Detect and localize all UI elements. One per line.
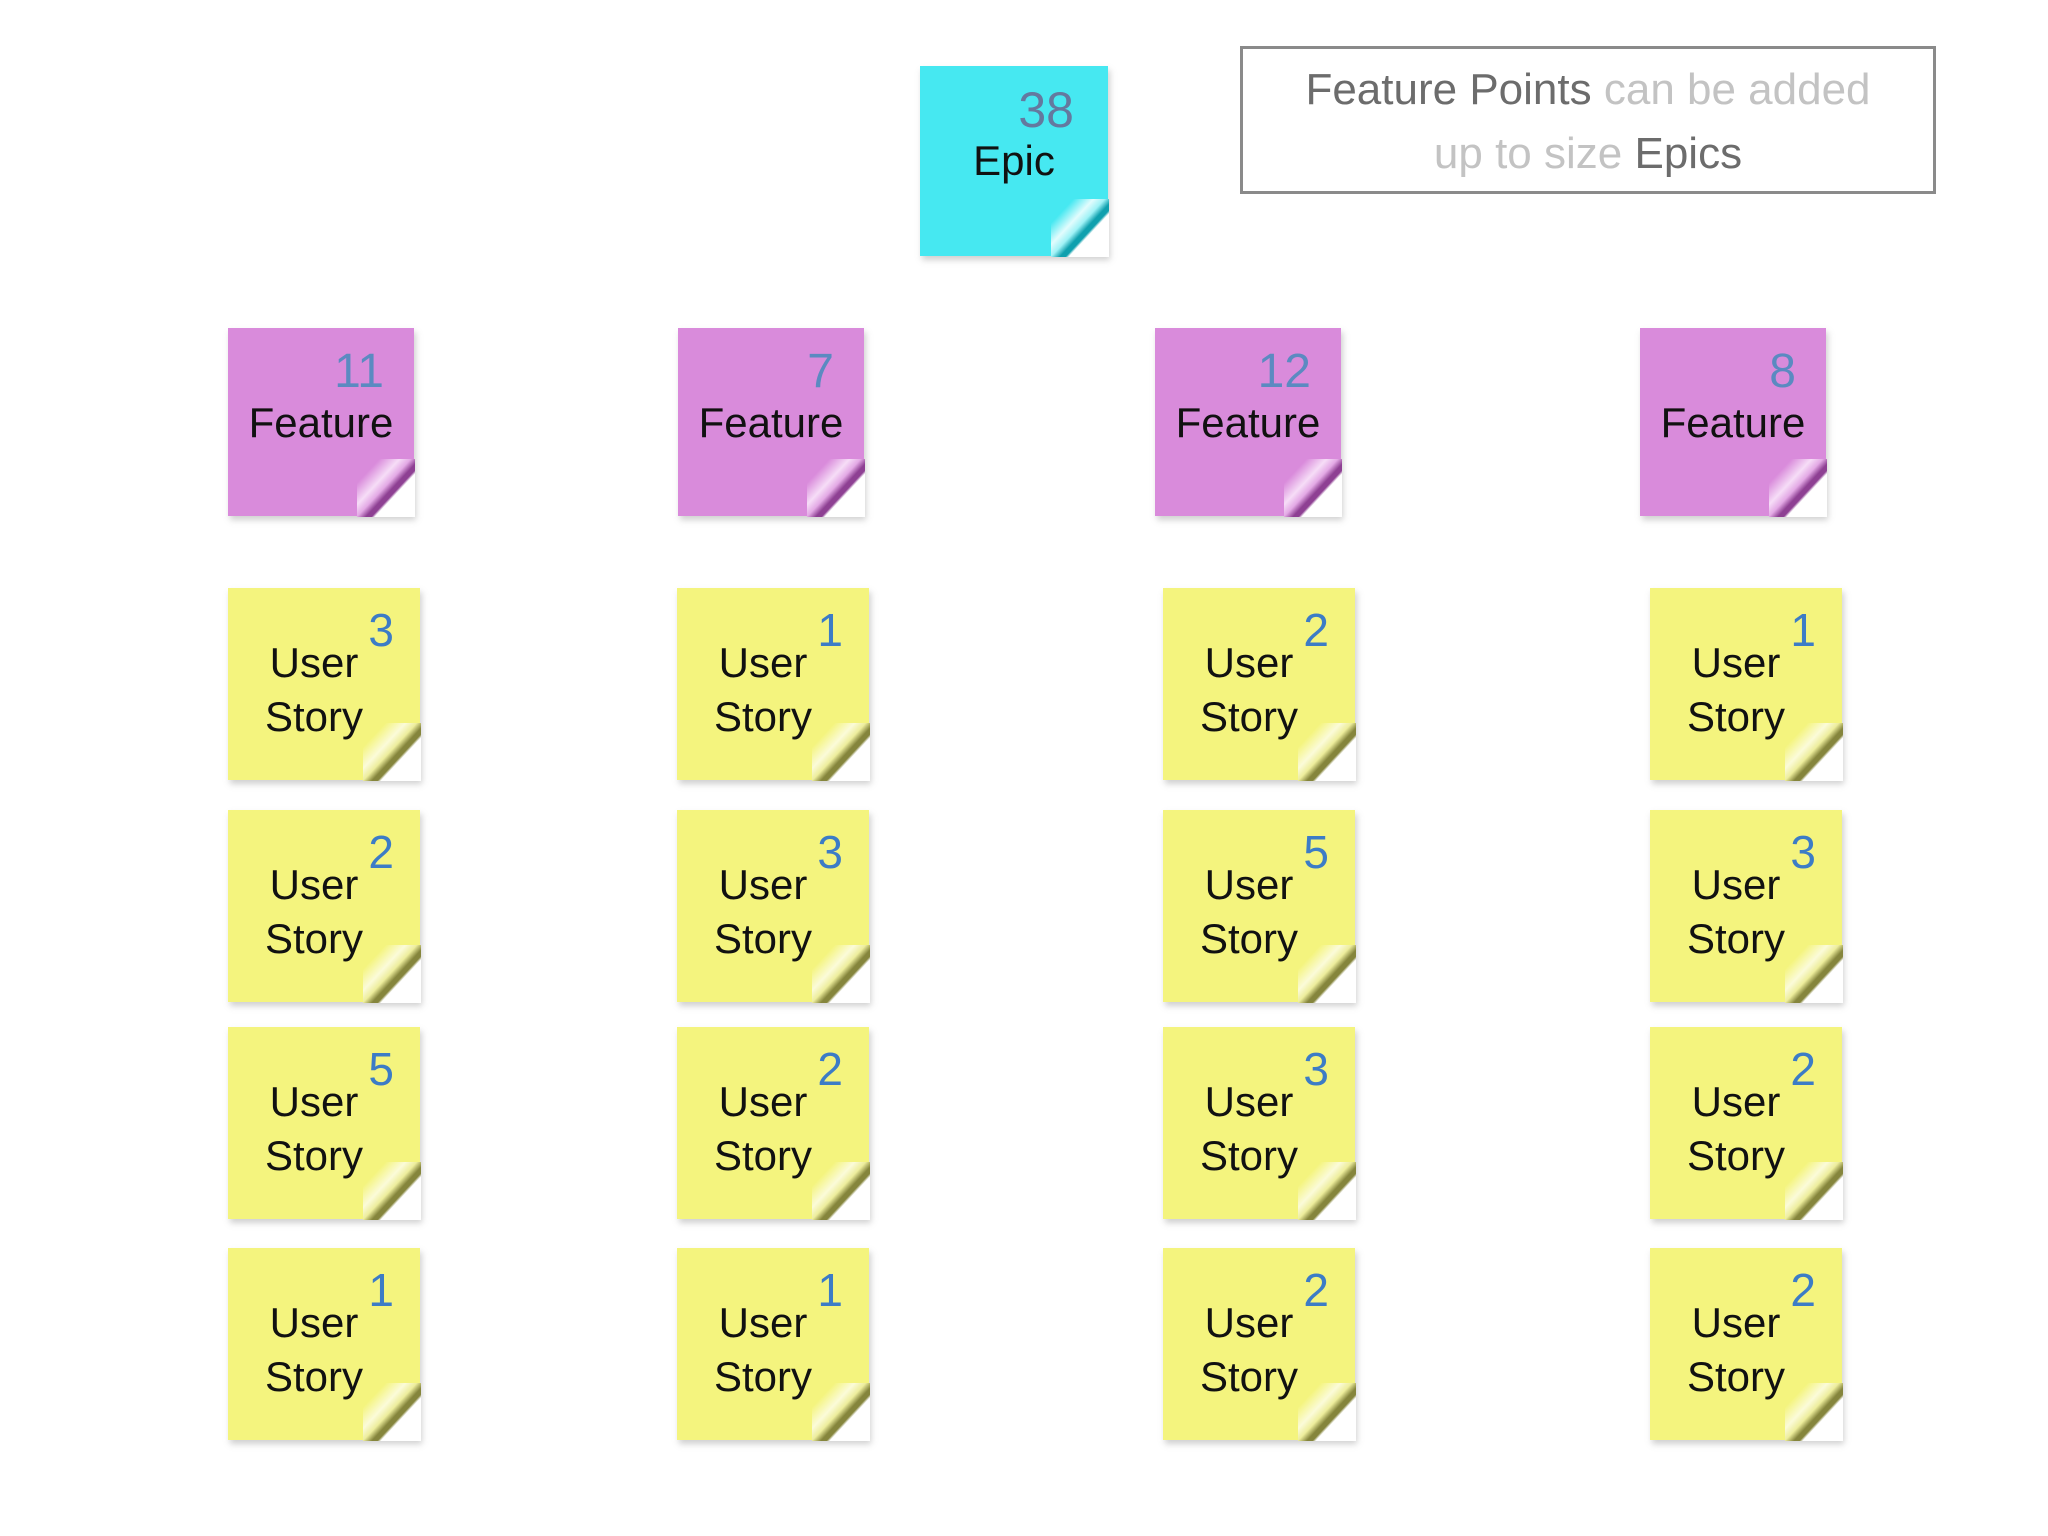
story-points: 1 [817,1264,843,1316]
folded-corner-icon [1785,723,1843,781]
feature-label: Feature [248,399,394,446]
feature-note-2: 7 Feature [678,328,865,517]
folded-corner-icon [1298,1383,1356,1441]
story-points: 2 [1303,1264,1329,1316]
feature-points: 12 [1257,345,1311,398]
story-points: 2 [368,826,394,878]
feature-note-1: 11 Feature [228,328,415,517]
story-points: 5 [368,1043,394,1095]
annotation-box: Feature Points can be added up to size E… [1240,46,1936,194]
folded-corner-icon [1769,459,1827,517]
folded-corner-icon [357,459,415,517]
story-points: 2 [1303,604,1329,656]
folded-corner-icon [1785,945,1843,1003]
story-points: 2 [1790,1264,1816,1316]
feature-note-4: 8 Feature [1640,328,1827,517]
story-points: 5 [1303,826,1329,878]
folded-corner-icon [1785,1383,1843,1441]
folded-corner-icon [363,945,421,1003]
story-points: 2 [1790,1043,1816,1095]
story-points: 1 [1790,604,1816,656]
folded-corner-icon [1298,723,1356,781]
story-points: 3 [368,604,394,656]
annotation-text: Feature Points [1305,65,1592,114]
story-points: 1 [368,1264,394,1316]
folded-corner-icon [363,723,421,781]
folded-corner-icon [1051,199,1109,257]
folded-corner-icon [1284,459,1342,517]
feature-note-3: 12 Feature [1155,328,1342,517]
feature-points: 8 [1769,345,1796,398]
epic-points: 38 [1018,82,1074,138]
folded-corner-icon [1785,1162,1843,1220]
story-points: 1 [817,604,843,656]
story-points: 3 [1790,826,1816,878]
story-points: 3 [817,826,843,878]
folded-corner-icon [363,1383,421,1441]
annotation-line-1: Feature Points can be added [1243,58,1933,122]
folded-corner-icon [812,1162,870,1220]
story-points: 2 [817,1043,843,1095]
feature-label: Feature [1175,399,1321,446]
folded-corner-icon [807,459,865,517]
folded-corner-icon [1298,945,1356,1003]
feature-label: Feature [1660,399,1806,446]
annotation-text: up to size [1433,129,1623,178]
folded-corner-icon [812,945,870,1003]
annotation-text: can be added [1603,65,1871,114]
feature-points: 11 [334,345,384,398]
folded-corner-icon [812,723,870,781]
epic-note: 38 Epic [920,66,1109,257]
folded-corner-icon [812,1383,870,1441]
story-points: 3 [1303,1043,1329,1095]
folded-corner-icon [363,1162,421,1220]
annotation-text: Epics [1634,129,1743,178]
folded-corner-icon [1298,1162,1356,1220]
feature-label: Feature [698,399,844,446]
annotation-line-2: up to size Epics [1243,122,1933,186]
feature-points: 7 [807,345,834,398]
epic-label: Epic [973,137,1055,184]
